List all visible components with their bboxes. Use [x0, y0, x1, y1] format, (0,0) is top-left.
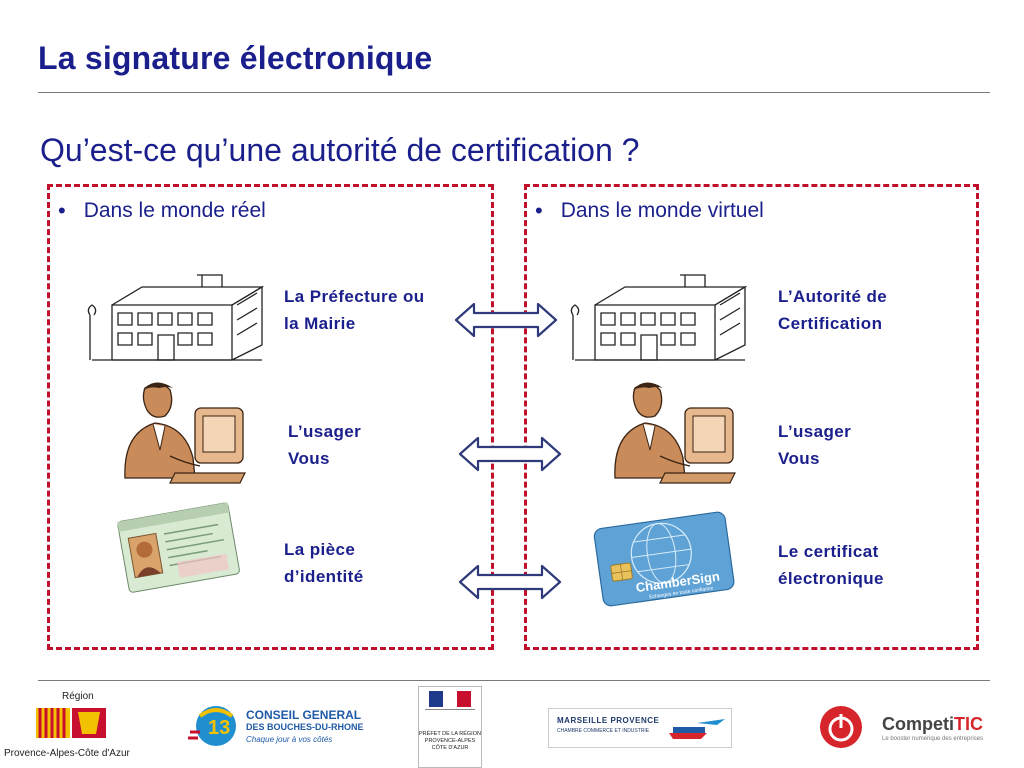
user-label-left: L’usager Vous: [288, 418, 361, 472]
slide-subtitle: Qu’est-ce qu’une autorité de certificati…: [40, 132, 639, 169]
competitic-tagline: Le booster numérique des entreprises: [882, 736, 983, 742]
region-coat-of-arms-icon: [34, 706, 108, 740]
prefet-line3: CÔTE D'AZUR: [419, 745, 481, 752]
bullet-icon: •: [58, 198, 66, 224]
title-divider: [38, 92, 990, 93]
building-icon: [82, 265, 272, 370]
user-label-right: L’usager Vous: [778, 418, 851, 472]
ship-plane-icon: [667, 715, 727, 741]
cg13-emblem-icon: 13: [186, 704, 242, 750]
region-name: Provence-Alpes-Côte d'Azur: [4, 748, 130, 759]
smart-card-icon: ChamberSign Echanges en toute confiance: [592, 508, 737, 608]
user-label-left-line1: L’usager: [288, 418, 361, 445]
double-arrow-icon: [458, 436, 562, 472]
computer-user-icon: [605, 378, 740, 488]
competitic-logo: CompetiTIC Le booster numérique des entr…: [818, 702, 1008, 754]
prefet-line1: PRÉFET DE LA RÉGION: [419, 731, 481, 738]
power-button-icon: [818, 704, 864, 750]
double-arrow-icon: [454, 302, 558, 338]
prefet-region-logo: PRÉFET DE LA RÉGION PROVENCE-ALPES CÔTE …: [418, 686, 482, 768]
marianne-flag-icon: [429, 691, 471, 707]
competitic-name: Competi: [882, 714, 954, 734]
svg-text:13: 13: [208, 717, 230, 739]
user-label-left-line2: Vous: [288, 445, 361, 472]
user-label-right-line1: L’usager: [778, 418, 851, 445]
cg-tagline: Chaque jour à vos côtés: [246, 735, 332, 744]
marseille-line2: CHAMBRE COMMERCE ET INDUSTRIE: [557, 728, 649, 734]
cg-line2: DES BOUCHES-DU-RHONE: [246, 722, 364, 732]
electronic-certificate-label-line2: électronique: [778, 565, 884, 592]
conseil-general-logo: 13 CONSEIL GENERAL DES BOUCHES-DU-RHONE …: [186, 704, 376, 750]
prefecture-label-line2: la Mairie: [284, 310, 425, 337]
real-world-heading: Dans le monde réel: [84, 199, 266, 223]
slide-title: La signature électronique: [38, 40, 432, 77]
virtual-world-heading: Dans le monde virtuel: [561, 199, 764, 223]
double-arrow-icon: [458, 564, 562, 600]
id-document-label: La pièce d’identité: [284, 536, 364, 590]
prefet-text: PRÉFET DE LA RÉGION PROVENCE-ALPES CÔTE …: [419, 731, 481, 752]
region-label: Région: [62, 691, 94, 702]
competitic-wordmark: CompetiTIC: [882, 714, 983, 735]
certification-authority-label: L’Autorité de Certification: [778, 283, 887, 337]
computer-user-icon: [115, 378, 250, 488]
electronic-certificate-label: Le certificat électronique: [778, 538, 884, 592]
id-document-label-line1: La pièce: [284, 536, 364, 563]
bullet-icon: •: [535, 198, 543, 224]
user-label-right-line2: Vous: [778, 445, 851, 472]
region-paca-logo: Région Provence-Alpes-Côte d'Azur: [0, 688, 140, 766]
marseille-line1: MARSEILLE PROVENCE: [557, 716, 659, 725]
cg-line1: CONSEIL GENERAL: [246, 708, 361, 722]
virtual-world-bullet: • Dans le monde virtuel: [535, 198, 764, 224]
prefet-line2: PROVENCE-ALPES: [419, 738, 481, 745]
building-icon: [565, 265, 755, 370]
real-world-bullet: • Dans le monde réel: [58, 198, 266, 224]
id-card-icon: [115, 500, 240, 600]
footer-divider: [38, 680, 990, 681]
certification-authority-label-line2: Certification: [778, 310, 887, 337]
electronic-certificate-label-line1: Le certificat: [778, 538, 884, 565]
competitic-tic: TIC: [954, 714, 983, 734]
id-document-label-line2: d’identité: [284, 563, 364, 590]
prefecture-label: La Préfecture ou la Mairie: [284, 283, 425, 337]
marseille-provence-cci-logo: MARSEILLE PROVENCE CHAMBRE COMMERCE ET I…: [548, 708, 732, 748]
prefecture-label-line1: La Préfecture ou: [284, 283, 425, 310]
certification-authority-label-line1: L’Autorité de: [778, 283, 887, 310]
prefet-divider: [425, 709, 475, 710]
